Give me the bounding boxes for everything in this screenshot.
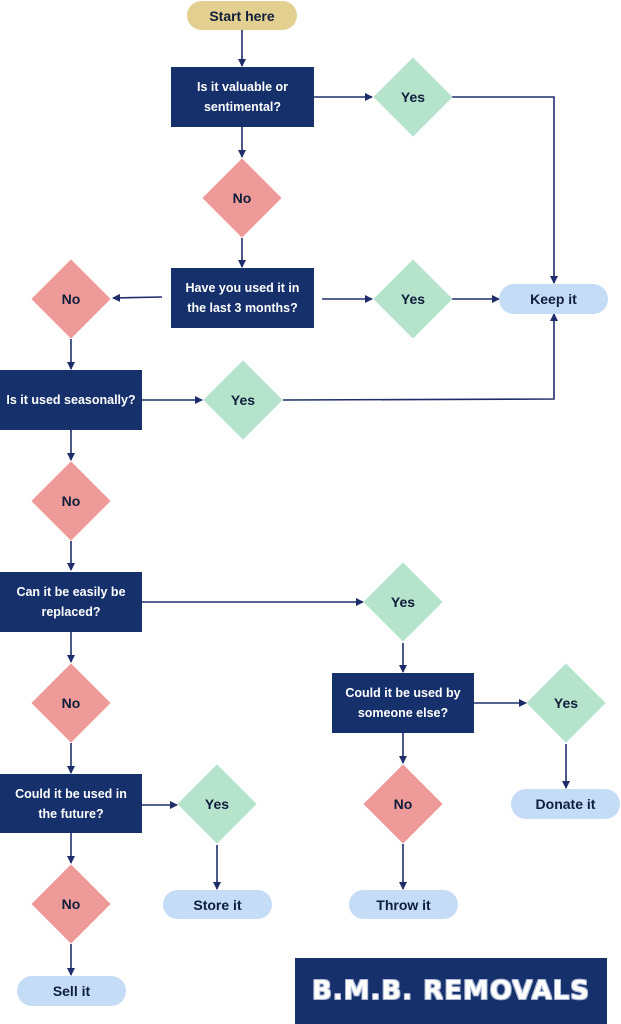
outcome-donate-it: Donate it (511, 789, 620, 819)
yes-diamond-seasonal: Yes (203, 360, 283, 440)
connector-yes3-keep (282, 313, 558, 401)
question-used-last-3-months: Have you used it in the last 3 months? (171, 268, 314, 328)
yes-diamond-used-recently: Yes (373, 259, 453, 339)
no-diamond-used-recently: No (31, 259, 111, 339)
outcome-sell-it: Sell it (17, 976, 126, 1006)
question-used-in-future: Could it be used in the future? (0, 774, 142, 833)
question-easily-replaced: Can it be easily be replaced? (0, 572, 142, 632)
question-used-by-someone-else: Could it be used by someone else? (332, 673, 474, 733)
yes-diamond-replaceable: Yes (363, 562, 443, 642)
no-diamond-future: No (31, 864, 111, 944)
no-diamond-valuable: No (202, 158, 282, 238)
yes-diamond-valuable: Yes (373, 57, 453, 137)
connector-q2-no (112, 293, 163, 302)
brand-name: B.M.B. REMOVALS (311, 976, 591, 1006)
no-diamond-seasonal: No (31, 461, 111, 541)
no-diamond-replaceable: No (31, 663, 111, 743)
brand-banner: B.M.B. REMOVALS (295, 958, 607, 1024)
yes-diamond-someone-else: Yes (526, 663, 606, 743)
yes-diamond-future: Yes (177, 764, 257, 844)
outcome-throw-it: Throw it (349, 890, 458, 919)
outcome-store-it: Store it (163, 890, 272, 919)
start-node: Start here (187, 1, 297, 30)
question-valuable-or-sentimental: Is it valuable or sentimental? (171, 67, 314, 127)
no-diamond-someone-else: No (363, 764, 443, 844)
connector-yes1-keep (452, 96, 558, 284)
outcome-keep-it: Keep it (499, 284, 608, 314)
question-used-seasonally: Is it used seasonally? (0, 370, 142, 430)
